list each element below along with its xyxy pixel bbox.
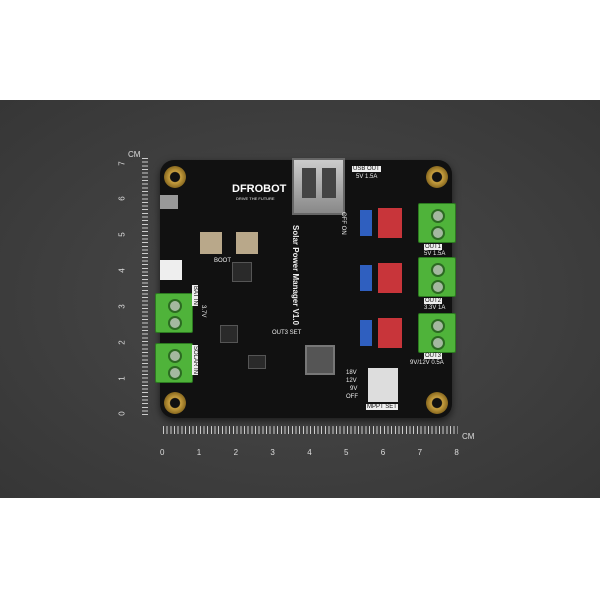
solar-terminal: [155, 343, 193, 383]
switch-label: OFF ON: [340, 212, 346, 235]
usb-label: USB OUT: [352, 166, 381, 172]
vertical-ruler-ticks: [142, 158, 148, 416]
out3-label: OUT3: [424, 353, 443, 359]
out2-spec: 3.3V 1A: [424, 305, 446, 311]
ruler-number: 1: [117, 376, 127, 381]
ruler-number: 6: [380, 448, 386, 457]
ruler-number: 5: [117, 232, 127, 237]
mppt-dip-switch[interactable]: [368, 368, 398, 402]
out3-spec: 9V/12V 0.5A: [410, 360, 444, 366]
out2-switch[interactable]: [360, 265, 372, 291]
mounting-hole: [164, 166, 186, 188]
ic-chip: [220, 325, 238, 343]
ruler-number: 7: [417, 448, 423, 457]
ruler-number: 3: [117, 304, 127, 309]
out3-switch[interactable]: [360, 320, 372, 346]
usb-spec: 5V 1.5A: [356, 174, 378, 180]
ruler-number: 2: [117, 340, 127, 345]
mppt-option: 12V: [346, 378, 357, 384]
button[interactable]: [236, 232, 258, 254]
mounting-hole: [426, 166, 448, 188]
ic-chip: [232, 262, 252, 282]
ruler-number: 6: [117, 196, 127, 201]
button[interactable]: [200, 232, 222, 254]
mppt-option: 18V: [346, 370, 357, 376]
ruler-number: 5: [344, 448, 349, 457]
out2-header: [378, 263, 402, 293]
out1-header: [378, 208, 402, 238]
horizontal-ruler-ticks: [163, 426, 458, 434]
out1-switch[interactable]: [360, 210, 372, 236]
out3-header: [378, 318, 402, 348]
ruler-number: 3: [270, 448, 275, 457]
ruler-number: 7: [117, 161, 127, 166]
brand-tagline: DRIVE THE FUTURE: [236, 196, 275, 201]
out1-label: OUT1: [424, 244, 443, 250]
boot-label: BOOT: [214, 258, 232, 264]
battery-connector: [160, 260, 182, 280]
mppt-set-label: MPPT SET: [366, 404, 398, 410]
battery-terminal: [155, 293, 193, 333]
ruler-unit-h: CM: [462, 432, 475, 441]
micro-usb-port: [160, 195, 178, 209]
ruler-number: 2: [233, 448, 239, 457]
out1-terminal: [418, 203, 456, 243]
bat-voltage: 3.7V: [200, 305, 206, 318]
ruler-unit-v: CM: [128, 150, 141, 159]
ruler-number: 0: [117, 411, 127, 416]
out2-label: OUT2: [424, 298, 443, 304]
ic-chip: [248, 355, 266, 369]
ruler-number: 4: [117, 268, 127, 273]
ruler-number: 0: [160, 448, 165, 457]
ruler-number: 8: [454, 448, 459, 457]
board-title: Solar Power Manager V1.0: [291, 225, 300, 326]
mppt-option: OFF: [346, 394, 358, 400]
out2-terminal: [418, 257, 456, 297]
mounting-hole: [164, 392, 186, 414]
brand-logo: DFROBOT: [232, 183, 287, 195]
mppt-option: 9V: [350, 386, 358, 392]
inductor: [305, 345, 335, 375]
usb-port: [292, 158, 345, 215]
ruler-number: 4: [307, 448, 312, 457]
ruler-number: 1: [196, 448, 202, 457]
solar-in-label: SOLAR IN: [192, 345, 198, 376]
bat-in-label: BAT IN: [192, 285, 198, 306]
out1-spec: 5V 1.5A: [424, 251, 446, 257]
out3-terminal: [418, 313, 456, 353]
out3-set-label: OUT3 SET: [272, 330, 302, 336]
mounting-hole: [426, 392, 448, 414]
